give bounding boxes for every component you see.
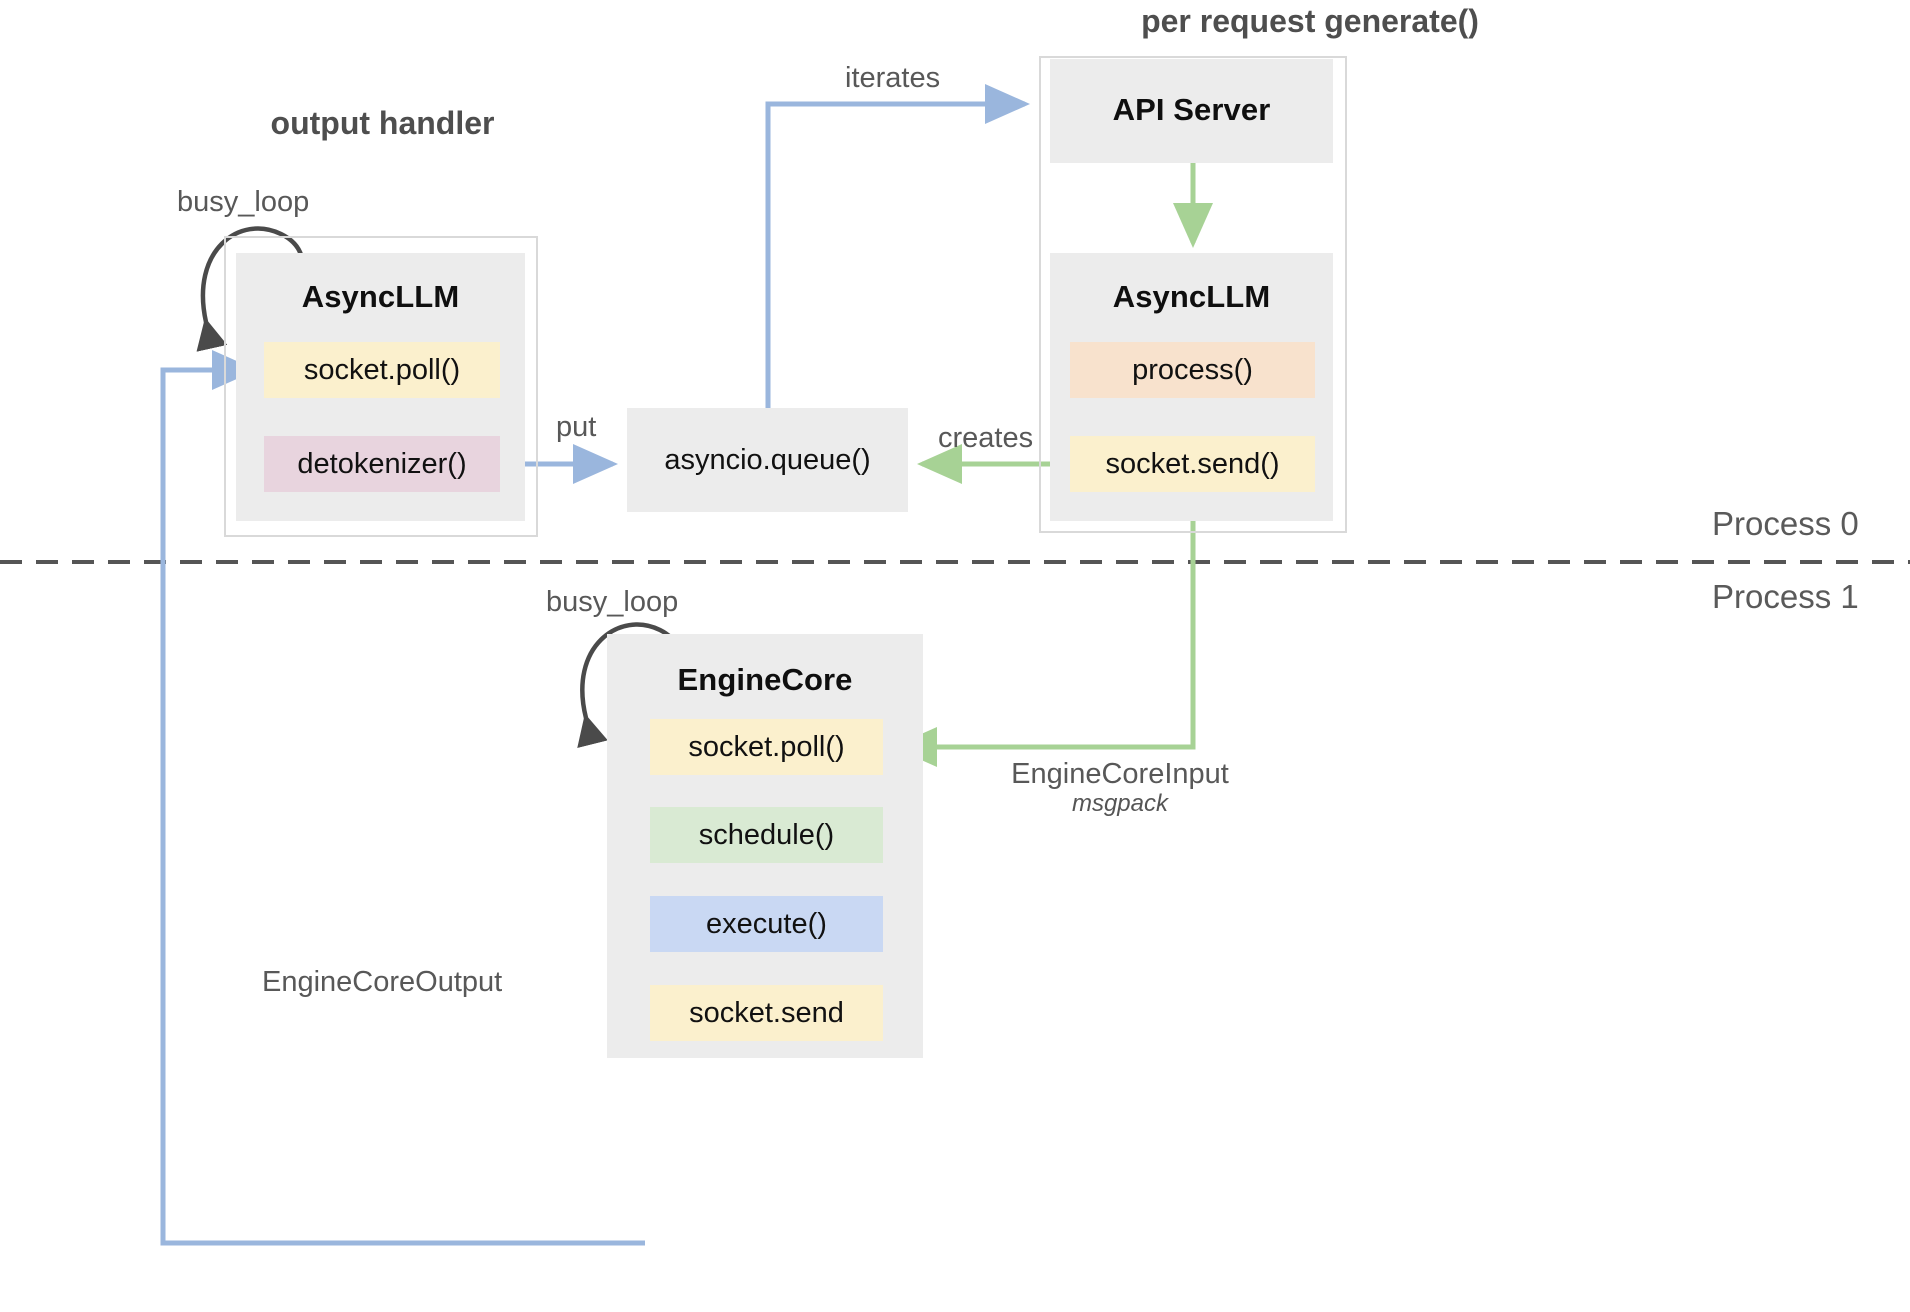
async-llm-right-slot-socket-send-label: socket.send() bbox=[1105, 447, 1280, 480]
api-server-module[interactable]: API Server bbox=[1050, 59, 1333, 163]
engine-core-slot-socket-poll[interactable]: socket.poll() bbox=[650, 719, 883, 775]
busy-loop-left-label: busy_loop bbox=[177, 186, 310, 218]
async-llm-left-title: AsyncLLM bbox=[301, 279, 460, 314]
engine-core-slot-socket-poll-label: socket.poll() bbox=[688, 730, 845, 763]
engine-core-slot-socket-send[interactable]: socket.send bbox=[650, 985, 883, 1041]
engine-core-slot-schedule[interactable]: schedule() bbox=[650, 807, 883, 863]
process-1-label: Process 1 bbox=[1712, 578, 1859, 615]
async-llm-left-slot-detokenizer[interactable]: detokenizer() bbox=[264, 436, 500, 492]
iterates-label: iterates bbox=[845, 62, 941, 94]
creates-label: creates bbox=[938, 422, 1034, 454]
api-server-title: API Server bbox=[1112, 92, 1271, 127]
async-llm-left-slot-detokenizer-label: detokenizer() bbox=[297, 447, 467, 480]
async-llm-right-slot-socket-send[interactable]: socket.send() bbox=[1070, 436, 1315, 492]
engine-core-slot-socket-send-label: socket.send bbox=[689, 996, 844, 1029]
async-llm-left-slot-socket-poll[interactable]: socket.poll() bbox=[264, 342, 500, 398]
engine-core-output-label: EngineCoreOutput bbox=[262, 966, 503, 998]
async-llm-right-slot-process-label: process() bbox=[1132, 353, 1253, 386]
async-llm-left-slot-socket-poll-label: socket.poll() bbox=[303, 353, 461, 386]
asyncio-queue-box[interactable]: asyncio.queue() bbox=[627, 408, 908, 512]
process-0-label: Process 0 bbox=[1712, 505, 1859, 542]
engine-core-title: EngineCore bbox=[677, 662, 853, 697]
output-handler-group bbox=[224, 236, 538, 537]
asyncio-queue-label: asyncio.queue() bbox=[664, 443, 871, 476]
iterates-arrow bbox=[765, 84, 1030, 414]
output-handler-title: output handler bbox=[270, 105, 495, 141]
per-request-generate-group bbox=[1039, 56, 1347, 533]
engine-core-slot-schedule-label: schedule() bbox=[698, 818, 835, 851]
put-label: put bbox=[556, 411, 597, 443]
engine-core-slot-execute-label: execute() bbox=[706, 907, 827, 940]
engine-core-input-sublabel: msgpack bbox=[1071, 790, 1169, 817]
busy-loop-core-label: busy_loop bbox=[546, 586, 679, 618]
per-request-generate-title: per request generate() bbox=[1141, 3, 1479, 39]
async-llm-right-slot-process[interactable]: process() bbox=[1070, 342, 1315, 398]
engine-core-slot-execute[interactable]: execute() bbox=[650, 896, 883, 952]
async-llm-right-title: AsyncLLM bbox=[1112, 279, 1271, 314]
engine-core-input-label: EngineCoreInput bbox=[1011, 758, 1229, 790]
